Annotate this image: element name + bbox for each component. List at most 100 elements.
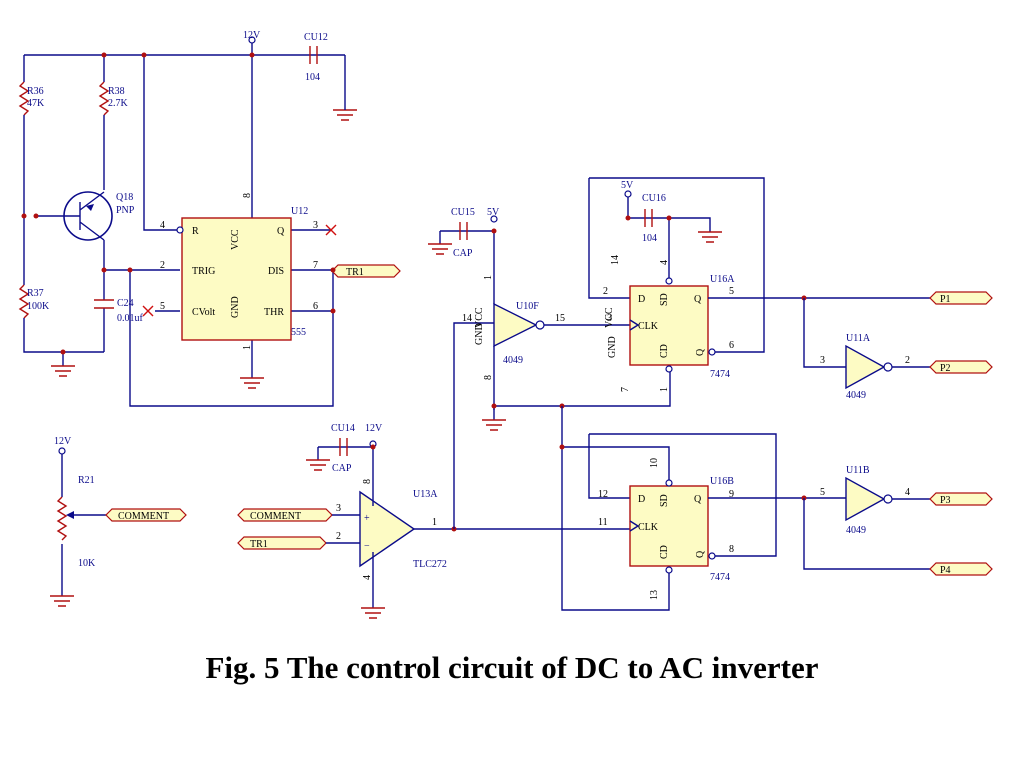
pin-num-cvolt: 5 — [160, 301, 165, 312]
u11a-part: 4049 — [846, 390, 866, 401]
opamp-ref: U13A — [413, 489, 438, 500]
port-p1-label: P1 — [940, 294, 951, 305]
u10f-gnd-label: GND — [474, 323, 485, 345]
cu15-value: CAP — [453, 248, 473, 259]
pin-num-vcc: 8 — [242, 193, 253, 198]
port-tr1-in-label: TR1 — [250, 539, 268, 550]
supply-12v-label: 12V — [365, 423, 383, 434]
pin-thr-label: THR — [264, 307, 284, 318]
port-p3-label: P3 — [940, 495, 951, 506]
resistor-r38: R38 2.7K — [98, 55, 129, 190]
opamp-plus: + — [364, 513, 370, 524]
u16b-cd-label: CD — [659, 545, 670, 559]
u16b-pin-d: 12 — [598, 489, 608, 500]
r37-ref: R37 — [27, 288, 44, 299]
cu14-ref: CU14 — [331, 423, 355, 434]
cu16-ref: CU16 — [642, 193, 666, 204]
r21-ref: R21 — [78, 475, 95, 486]
u16a-sd-label: SD — [659, 293, 670, 306]
u16a-d-label: D — [638, 294, 645, 305]
u10f-pin-vcc: 1 — [483, 275, 494, 280]
u10f-pin-gnd: 8 — [483, 375, 494, 380]
u16b-ref: U16B — [710, 476, 734, 487]
pin-trig-label: TRIG — [192, 266, 215, 277]
ground-symbol — [51, 352, 75, 377]
opamp-pin-gnd: 4 — [362, 575, 373, 580]
supply-12v-label: 12V — [54, 436, 72, 447]
opamp-section: COMMENT TR1 + − 3 2 1 8 4 12V CU14 CAP U… — [237, 423, 630, 619]
u10f-pin-in: 14 — [462, 313, 472, 324]
r38-value: 2.7K — [108, 98, 129, 109]
cu15-ref: CU15 — [451, 207, 475, 218]
u16b-pin-cd: 13 — [649, 590, 660, 600]
pin-num-gnd: 1 — [242, 345, 253, 350]
u16b-part: 7474 — [710, 572, 730, 583]
u16a-gnd-label: GND — [607, 336, 618, 358]
pin-vcc-label: VCC — [230, 229, 241, 250]
port-p4-label: P4 — [940, 565, 951, 576]
u11b-ref: U11B — [846, 465, 870, 476]
pin-r-label: R — [192, 226, 199, 237]
cu12-value: 104 — [305, 72, 320, 83]
supply-5v-label: 5V — [487, 207, 500, 218]
u10f-ref: U10F — [516, 301, 539, 312]
inverter-u11b-section: U11B 4049 5 4 P3 P4 — [803, 465, 993, 576]
supply-5v-label: 5V — [621, 180, 634, 191]
flipflop-u16b: D Q CLK SD CD Q U16B 7474 12 9 11 8 10 1… — [559, 406, 846, 611]
r36-ref: R36 — [27, 86, 44, 97]
q18-ref: Q18 — [116, 192, 133, 203]
circuit-schematic: CU12 104 12V R36 47K R38 2.7K — [18, 30, 993, 619]
pin-dis-label: DIS — [268, 266, 284, 277]
u16a-pin-cd: 1 — [659, 387, 670, 392]
u16b-pin-clk: 11 — [598, 517, 608, 528]
u16b-sd-label: SD — [659, 494, 670, 507]
port-tr1-label: TR1 — [346, 267, 364, 278]
u11b-pin-in: 5 — [820, 487, 825, 498]
timer-ic-u12: R TRIG CVolt Q DIS THR VCC GND 4 2 5 8 1… — [160, 193, 318, 350]
timer-part: 555 — [291, 327, 306, 338]
opamp-pin-out: 1 — [432, 517, 437, 528]
opamp-pin-plus: 3 — [336, 503, 341, 514]
figure-caption: Fig. 5 The control circuit of DC to AC i… — [205, 650, 819, 685]
u16a-vcc-label: VCC — [604, 307, 615, 328]
inverter-u11a-section: U11A 4049 3 2 P1 P2 — [803, 291, 993, 401]
u16a-pin-d: 2 — [603, 286, 608, 297]
transistor-q18: Q18 PNP — [36, 191, 135, 270]
u16b-pin-q: 9 — [729, 489, 734, 500]
u10f-part: 4049 — [503, 355, 523, 366]
pin-num-thr: 6 — [313, 301, 318, 312]
u16b-d-label: D — [638, 494, 645, 505]
port-p2-label: P2 — [940, 363, 951, 374]
capacitor-c24: C24 0.01uf — [94, 270, 144, 352]
q18-type: PNP — [116, 205, 135, 216]
pin-num-trig: 2 — [160, 260, 165, 271]
timer-ref: U12 — [291, 206, 308, 217]
opamp-pin-vcc: 8 — [362, 479, 373, 484]
pin-cvolt-label: CVolt — [192, 307, 215, 318]
pin-num-dis: 7 — [313, 260, 318, 271]
u16a-pin-sd: 4 — [659, 260, 670, 265]
potentiometer-r21: 12V R21 10K COMMENT — [50, 436, 187, 607]
u16a-pin-vcc: 14 — [610, 255, 621, 265]
u16a-pin-gnd: 7 — [620, 387, 631, 392]
supply-12v-label: 12V — [243, 30, 261, 41]
u16a-q-label: Q — [694, 294, 702, 305]
u10f-vcc-label: VCC — [474, 307, 485, 328]
cu14-value: CAP — [332, 463, 352, 474]
u16a-part: 7474 — [710, 369, 730, 380]
flipflop-u16a: D Q CLK SD CD Q U16A 7474 2 5 3 6 4 1 14… — [588, 177, 990, 392]
u16a-pin-qn: 6 — [729, 340, 734, 351]
cu16-value: 104 — [642, 233, 657, 244]
inverter-section-u10f: U10F 4049 14 15 1 8 VCC GND 5V CU15 CAP — [428, 207, 671, 529]
u11a-pin-in: 3 — [820, 355, 825, 366]
r38-ref: R38 — [108, 86, 125, 97]
u16a-pin-q: 5 — [729, 286, 734, 297]
cu12-ref: CU12 — [304, 32, 328, 43]
resistor-r37: R37 100K — [18, 216, 104, 353]
opamp-part: TLC272 — [413, 559, 447, 570]
c24-ref: C24 — [117, 298, 134, 309]
pin-num-q: 3 — [313, 220, 318, 231]
r37-value: 100K — [27, 301, 50, 312]
opamp-pin-minus: 2 — [336, 531, 341, 542]
u10f-pin-out: 15 — [555, 313, 565, 324]
